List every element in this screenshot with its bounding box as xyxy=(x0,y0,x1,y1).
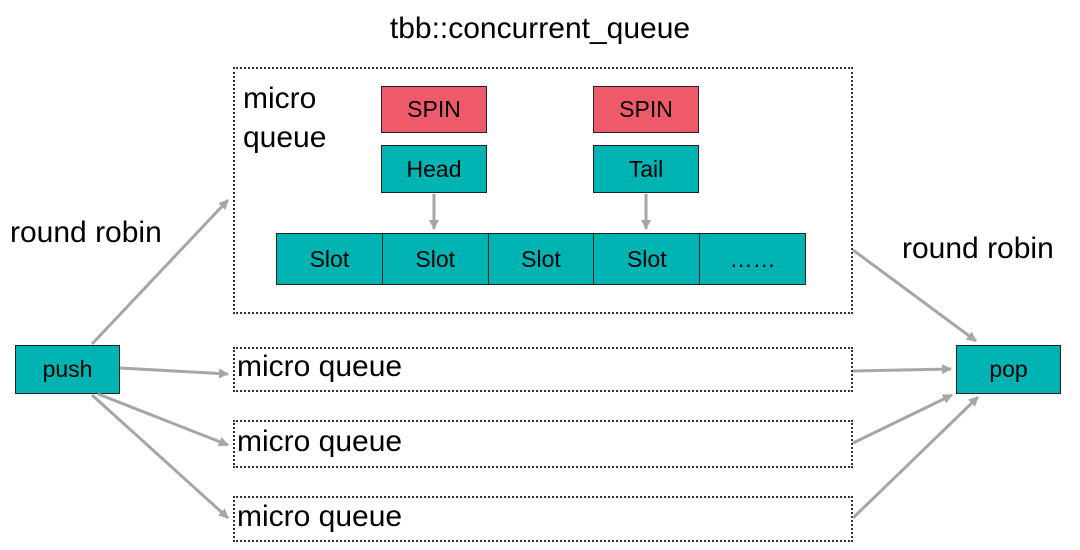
pop-round-robin-label: round robin xyxy=(902,232,1054,265)
diagram-title: tbb::concurrent_queue xyxy=(389,12,691,45)
head-pointer: Head xyxy=(381,145,487,193)
main-micro-queue xyxy=(233,67,853,314)
arrow-queue-3-to-pop xyxy=(852,393,953,445)
main-micro-queue-label-line2: queue xyxy=(243,121,327,154)
arrow-queue-4-to-pop xyxy=(851,395,980,520)
slot-array: Slot Slot Slot Slot …… xyxy=(276,233,806,285)
micro-queue-3 xyxy=(233,420,853,468)
micro-queue-3-label: micro queue xyxy=(237,425,403,458)
push-round-robin-label: round robin xyxy=(10,216,162,249)
tail-spin-lock: SPIN xyxy=(593,86,699,133)
head-spin-lock: SPIN xyxy=(381,86,487,133)
arrow-push-to-main-queue xyxy=(90,198,230,346)
slot: Slot xyxy=(488,233,595,285)
micro-queue-2-label: micro queue xyxy=(237,350,403,383)
micro-queue-4 xyxy=(233,496,853,542)
push-node: push xyxy=(15,345,120,394)
slot: Slot xyxy=(382,233,489,285)
pop-node: pop xyxy=(956,345,1061,394)
slot: Slot xyxy=(594,233,701,285)
tail-pointer: Tail xyxy=(593,145,699,193)
micro-queue-2 xyxy=(233,347,853,392)
slot: Slot xyxy=(276,233,383,285)
slot-ellipsis: …… xyxy=(700,233,806,285)
arrow-push-to-queue-2 xyxy=(119,366,229,379)
micro-queue-4-label: micro queue xyxy=(237,500,403,533)
main-micro-queue-label-line1: micro xyxy=(243,82,317,115)
arrow-push-to-queue-4 xyxy=(90,393,230,520)
arrow-push-to-queue-3 xyxy=(97,392,229,447)
arrow-main-queue-to-pop xyxy=(852,248,977,343)
arrow-queue-2-to-pop xyxy=(852,364,952,375)
